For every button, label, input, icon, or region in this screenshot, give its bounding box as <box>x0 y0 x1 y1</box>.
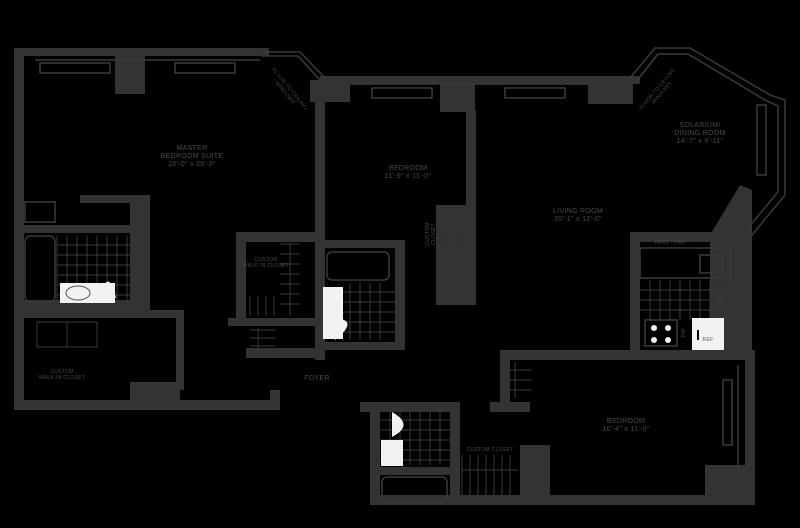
closet-name: CLOSET <box>431 223 437 245</box>
closet-label-walkin-2: CUSTOM WALK-IN CLOSET <box>39 369 85 381</box>
closet-name: CUSTOM <box>50 369 74 375</box>
closet-label-walkin-1: CUSTOM WALK-IN CLOSET <box>243 257 289 269</box>
room-name: LIVING ROOM <box>553 208 603 215</box>
room-label-living-room: LIVING ROOM 20'-1" x 12'-0" <box>553 208 603 224</box>
room-label-foyer: FOYER <box>304 375 330 382</box>
room-label-bedroom-1: BEDROOM 11'-9" x 11'-0" <box>385 165 432 181</box>
closet-shelving <box>36 215 532 495</box>
closet-label-custom-closet-vertical: CUSTOM CLOSET <box>425 222 437 245</box>
room-name: MASTER <box>176 145 208 152</box>
room-name: BEDROOM SUITE <box>160 153 224 160</box>
windows-drawing <box>35 47 786 470</box>
room-name: BEDROOM <box>606 418 646 425</box>
closet-name: WALK-IN CLOSET <box>38 375 86 381</box>
room-name: DINING ROOM <box>674 130 726 137</box>
room-dimensions: 11'-9" x 11'-0" <box>384 173 432 180</box>
room-label-master-bedroom: MASTER BEDROOM SUITE 20'-0" x 20'-0" <box>161 145 224 169</box>
closet-name: WALK-IN CLOSET <box>242 263 290 269</box>
closet-label-custom-closet-bottom: CUSTOM CLOSET <box>466 447 514 453</box>
room-dimensions: 14'-7" x 9'-11" <box>676 138 724 145</box>
room-name: BEDROOM <box>388 165 428 172</box>
room-label-bedroom-2: BEDROOM 10'-4" x 11'-0" <box>602 418 649 434</box>
room-dimensions: 20'-0" x 20'-0" <box>168 161 216 168</box>
kitchen-fixtures <box>639 247 735 350</box>
bathroom-fixtures <box>24 201 450 503</box>
pass-thru-label: PASS THRU <box>654 240 686 246</box>
refrigerator-label: REF <box>702 337 714 343</box>
room-dimensions: 20'-1" x 12'-0" <box>554 216 602 223</box>
room-dimensions: 10'-4" x 11'-0" <box>602 426 650 433</box>
room-name: SOLARIUM/ <box>679 122 721 129</box>
closet-name: CUSTOM <box>254 257 278 263</box>
room-label-solarium: SOLARIUM/ DINING ROOM 14'-7" x 9'-11" <box>674 122 726 146</box>
dishwasher-label: DW <box>681 328 687 338</box>
